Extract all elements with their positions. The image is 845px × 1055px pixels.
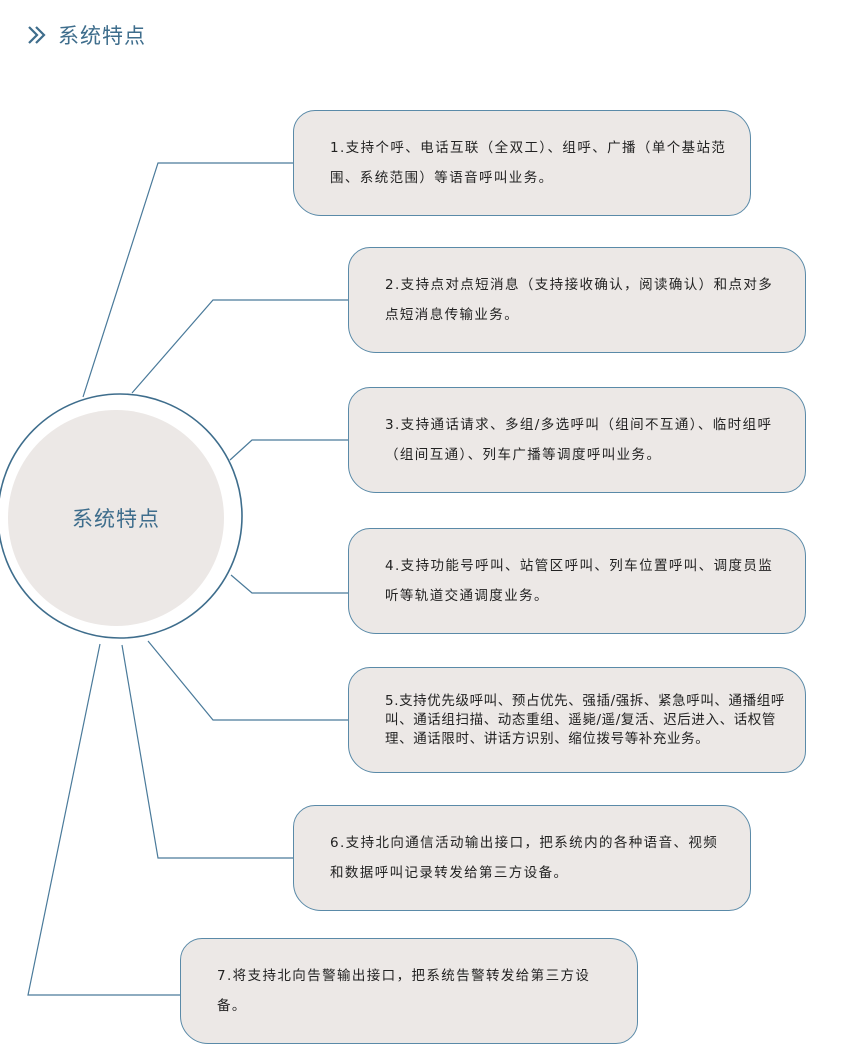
feature-text-5: 5.支持优先级呼叫、预占优先、强插/强拆、紧急呼叫、通播组呼叫、通话组扫描、动态… <box>385 692 785 747</box>
feature-text-6: 6.支持北向通信活动输出接口，把系统内的各种语音、视频和数据呼叫记录转发给第三方… <box>330 835 719 881</box>
connector-6 <box>121 644 293 859</box>
connector-5 <box>147 640 348 721</box>
feature-box-4: 4.支持功能号呼叫、站管区呼叫、列车位置呼叫、调度员监听等轨道交通调度业务。 <box>348 528 806 634</box>
feature-text-2: 2.支持点对点短消息（支持接收确认，阅读确认）和点对多点短消息传输业务。 <box>385 277 774 323</box>
section-header: 系统特点 <box>26 18 146 52</box>
connector-1 <box>82 162 293 398</box>
connector-4 <box>230 574 348 594</box>
feature-box-7: 7.将支持北向告警输出接口，把系统告警转发给第三方设备。 <box>180 938 638 1044</box>
feature-box-2: 2.支持点对点短消息（支持接收确认，阅读确认）和点对多点短消息传输业务。 <box>348 247 806 353</box>
connector-2 <box>131 299 348 394</box>
feature-text-3: 3.支持通话请求、多组/多选呼叫（组间不互通）、临时组呼（组间互通）、列车广播等… <box>385 417 773 463</box>
double-chevron-right-icon <box>28 26 46 44</box>
feature-text-4: 4.支持功能号呼叫、站管区呼叫、列车位置呼叫、调度员监听等轨道交通调度业务。 <box>385 558 774 604</box>
feature-box-3: 3.支持通话请求、多组/多选呼叫（组间不互通）、临时组呼（组间互通）、列车广播等… <box>348 387 806 493</box>
hub-circle: 系统特点 <box>8 410 224 626</box>
feature-box-1: 1.支持个呼、电话互联（全双工）、组呼、广播（单个基站范围、系统范围）等语音呼叫… <box>293 110 751 216</box>
feature-box-5: 5.支持优先级呼叫、预占优先、强插/强拆、紧急呼叫、通播组呼叫、通话组扫描、动态… <box>348 667 806 773</box>
feature-text-1: 1.支持个呼、电话互联（全双工）、组呼、广播（单个基站范围、系统范围）等语音呼叫… <box>330 140 727 186</box>
feature-box-6: 6.支持北向通信活动输出接口，把系统内的各种语音、视频和数据呼叫记录转发给第三方… <box>293 805 751 911</box>
feature-text-7: 7.将支持北向告警输出接口，把系统告警转发给第三方设备。 <box>217 968 591 1014</box>
hub-ring <box>0 393 243 639</box>
hub-label: 系统特点 <box>72 507 160 531</box>
connector-3 <box>229 439 348 461</box>
connector-7 <box>27 643 180 996</box>
section-title: 系统特点 <box>58 24 146 48</box>
